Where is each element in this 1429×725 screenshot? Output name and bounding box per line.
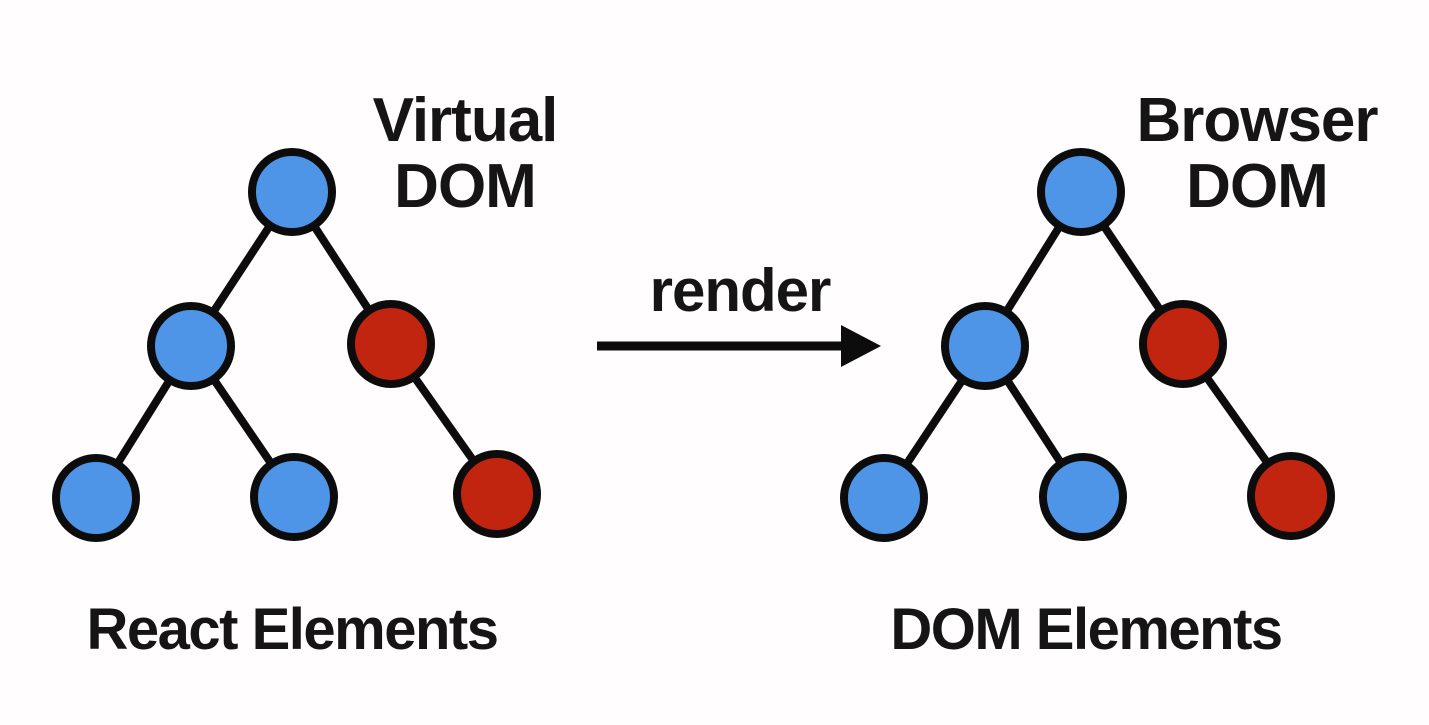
virtual-dom-title-line1: Virtual — [372, 86, 559, 155]
browser-dom-tree-node-blue — [840, 454, 928, 542]
virtual-dom-tree-node-red — [347, 300, 435, 388]
virtual-dom-tree-node-blue — [248, 148, 336, 236]
render-arrow-head — [841, 325, 881, 367]
render-arrow-label: render — [649, 257, 832, 324]
browser-dom-tree-node-blue — [1039, 453, 1127, 541]
browser-dom-tree-node-blue — [1037, 148, 1125, 236]
react-elements-caption: React Elements — [86, 597, 499, 662]
browser-dom-tree-node-blue — [941, 302, 1029, 390]
browser-dom-title-line1: Browser — [1136, 86, 1378, 155]
dom-elements-caption: DOM Elements — [890, 597, 1283, 662]
browser-dom-tree-node-red — [1139, 300, 1227, 388]
virtual-dom-title: Virtual DOM — [372, 86, 559, 221]
browser-dom-title-line2: DOM — [1186, 152, 1329, 221]
browser-dom-tree-node-red — [1247, 452, 1335, 540]
virtual-dom-tree-node-blue — [52, 454, 140, 542]
browser-dom-title: Browser DOM — [1136, 86, 1378, 221]
virtual-dom-tree-node-blue — [147, 302, 235, 390]
virtual-dom-tree-node-blue — [250, 453, 338, 541]
virtual-dom-tree-node-red — [453, 450, 541, 538]
virtual-dom-title-line2: DOM — [394, 152, 537, 221]
